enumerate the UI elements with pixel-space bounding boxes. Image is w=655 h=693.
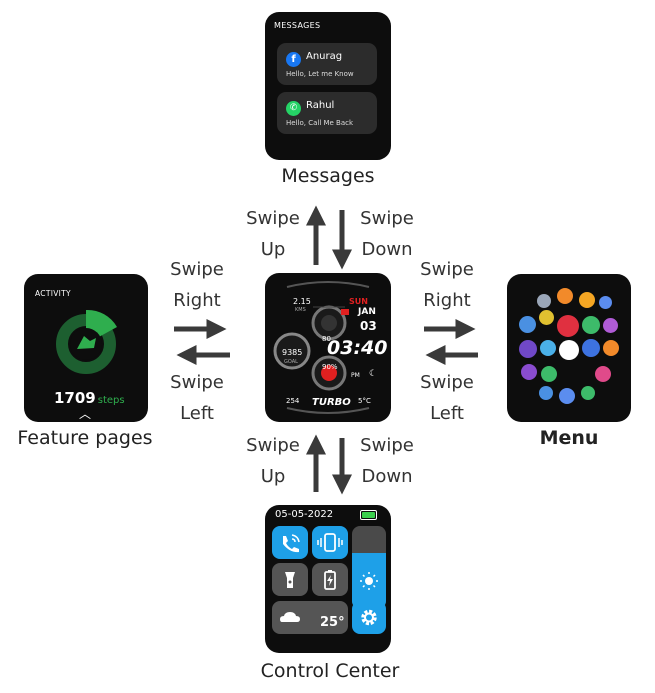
caption-control-center: Control Center	[260, 660, 400, 682]
am-pm-label: PM	[351, 372, 360, 379]
blood-oxygen-icon[interactable]	[540, 340, 556, 356]
recorder-icon[interactable]	[539, 386, 553, 400]
battery-icon	[360, 510, 377, 520]
flashlight-icon	[285, 572, 295, 588]
settings-tile[interactable]	[352, 601, 386, 634]
message-text: Hello, Let me Know	[286, 70, 354, 78]
caption-menu: Menu	[539, 427, 599, 449]
gear-icon	[361, 609, 377, 626]
sun-icon	[360, 572, 378, 590]
caption-messages: Messages	[281, 165, 375, 187]
battery-saver-toggle[interactable]	[312, 563, 348, 596]
steps-unit: steps	[97, 395, 125, 406]
pencil-icon[interactable]	[582, 339, 600, 357]
message-item[interactable]: f Anurag Hello, Let me Know	[277, 43, 377, 85]
game-icon[interactable]	[541, 366, 557, 382]
message-sender: Anurag	[306, 51, 343, 62]
settings-icon[interactable]	[537, 294, 551, 308]
weather-tile[interactable]: 25°	[272, 601, 348, 634]
watch-face-graphics	[273, 281, 370, 414]
steps-value: 9385	[282, 348, 303, 357]
bottom-left-value: 254	[286, 397, 300, 405]
activity-ring-icon	[56, 309, 117, 374]
phone-icon[interactable]	[599, 296, 612, 309]
heart-icon[interactable]	[557, 315, 579, 337]
music-icon[interactable]	[603, 318, 618, 333]
moon-icon[interactable]	[519, 340, 537, 358]
phone-wave-icon	[283, 534, 300, 553]
brand-logo: TURBO	[312, 397, 351, 408]
brightness-slider[interactable]	[352, 526, 386, 609]
camera-icon[interactable]	[595, 366, 611, 382]
cloud-icon	[280, 612, 300, 622]
fitness-icon[interactable]	[539, 310, 554, 325]
flashlight-toggle[interactable]	[272, 563, 308, 596]
distance-unit: KMS	[295, 307, 306, 313]
day-label: SUN	[349, 297, 368, 306]
time-display: 03:40	[327, 337, 388, 359]
date-label: 05-05-2022	[275, 509, 334, 520]
month-label: JAN	[358, 307, 376, 317]
basketball-icon[interactable]	[557, 288, 573, 304]
distance-value: 2.15	[293, 297, 311, 306]
whatsapp-icon: ✆	[286, 101, 301, 116]
temperature-icon[interactable]	[582, 316, 600, 334]
activity-header: ACTIVITY	[35, 289, 71, 298]
message-sender: Rahul	[306, 100, 335, 111]
bottom-right-value: 5°C	[358, 397, 371, 405]
battery-charge-icon	[324, 570, 336, 590]
message-text: Hello, Call Me Back	[286, 119, 354, 127]
chevron-up-icon[interactable]: ︿	[79, 407, 92, 421]
menu-screen[interactable]	[507, 274, 631, 422]
caption-feature-pages: Feature pages	[17, 427, 153, 449]
fire-icon[interactable]	[579, 292, 595, 308]
clock-icon[interactable]	[559, 340, 579, 360]
wifi-call-toggle[interactable]	[272, 526, 308, 559]
steps-goal-label: GOAL	[284, 359, 298, 365]
messages-screen[interactable]: MESSAGES f Anurag Hello, Let me Know ✆ R…	[265, 12, 391, 160]
watch-icon[interactable]	[559, 388, 575, 404]
messages-header: MESSAGES	[274, 21, 321, 30]
date-label: 03	[360, 319, 377, 333]
vibrate-toggle[interactable]	[312, 526, 348, 559]
gauge-value: 80	[322, 335, 331, 343]
control-center-screen[interactable]: 05-05-2022	[265, 505, 391, 653]
watch-face-screen[interactable]: 2.15 KMS SUN JAN 03 80 9385 GOAL 03:40 9…	[265, 273, 391, 422]
facebook-icon: f	[286, 52, 301, 67]
temperature-value: 25°	[320, 615, 345, 630]
sports-icon[interactable]	[603, 340, 619, 356]
steps-value: 1709	[54, 389, 96, 407]
moon-icon: ☾	[369, 369, 378, 379]
message-item[interactable]: ✆ Rahul Hello, Call Me Back	[277, 92, 377, 134]
vibrate-icon	[317, 533, 343, 552]
footprints-icon[interactable]	[521, 364, 537, 380]
call-icon[interactable]	[581, 386, 595, 400]
weather-icon[interactable]	[519, 316, 536, 333]
battery-percent: 90%	[322, 363, 338, 371]
